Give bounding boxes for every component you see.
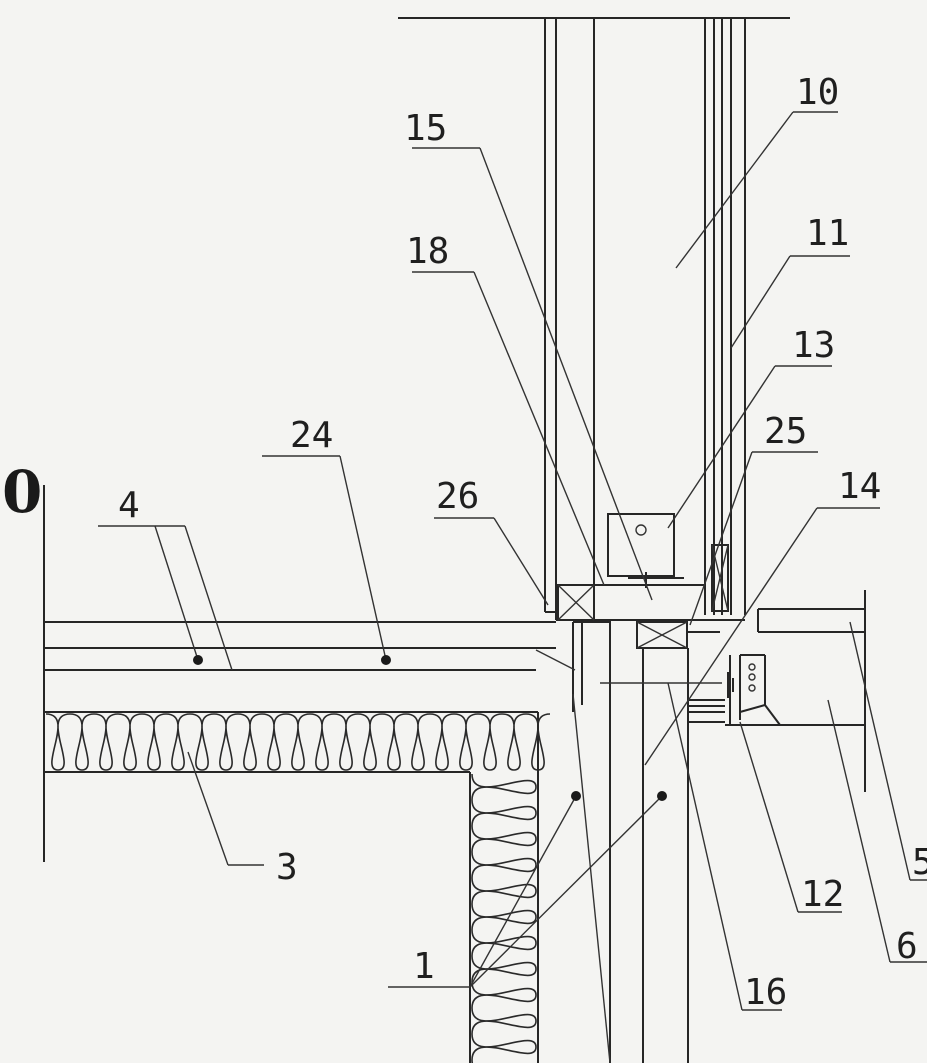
label-16: 16 bbox=[744, 972, 787, 1013]
label-1: 1 bbox=[413, 946, 435, 987]
edge-label: 0 bbox=[2, 458, 42, 526]
label-25: 25 bbox=[764, 411, 807, 452]
wall-column bbox=[572, 620, 725, 1063]
label-13: 13 bbox=[792, 325, 835, 366]
part-labels: 10 15 11 18 13 24 25 26 14 4 3 1 16 12 6… bbox=[118, 72, 927, 1013]
label-14: 14 bbox=[838, 466, 881, 507]
bracket-box bbox=[607, 513, 684, 588]
right-beam bbox=[725, 590, 866, 792]
label-11: 11 bbox=[806, 213, 849, 254]
floor-slab bbox=[44, 621, 556, 713]
label-10: 10 bbox=[796, 72, 839, 113]
label-18: 18 bbox=[406, 231, 449, 272]
steel-bracket bbox=[727, 654, 781, 726]
timber-block-left bbox=[557, 584, 595, 621]
insulation-layer bbox=[43, 712, 551, 1063]
label-4: 4 bbox=[118, 485, 140, 526]
label-5: 5 bbox=[912, 842, 927, 883]
leader-lines bbox=[98, 111, 927, 1063]
leader-dots bbox=[193, 655, 667, 801]
timber-block-mid bbox=[636, 621, 688, 649]
label-24: 24 bbox=[290, 415, 333, 456]
label-6: 6 bbox=[896, 926, 918, 967]
label-12: 12 bbox=[801, 874, 844, 915]
label-26: 26 bbox=[436, 476, 479, 517]
upper-wall-frame bbox=[398, 17, 790, 621]
label-15: 15 bbox=[404, 108, 447, 149]
label-3: 3 bbox=[276, 847, 298, 888]
